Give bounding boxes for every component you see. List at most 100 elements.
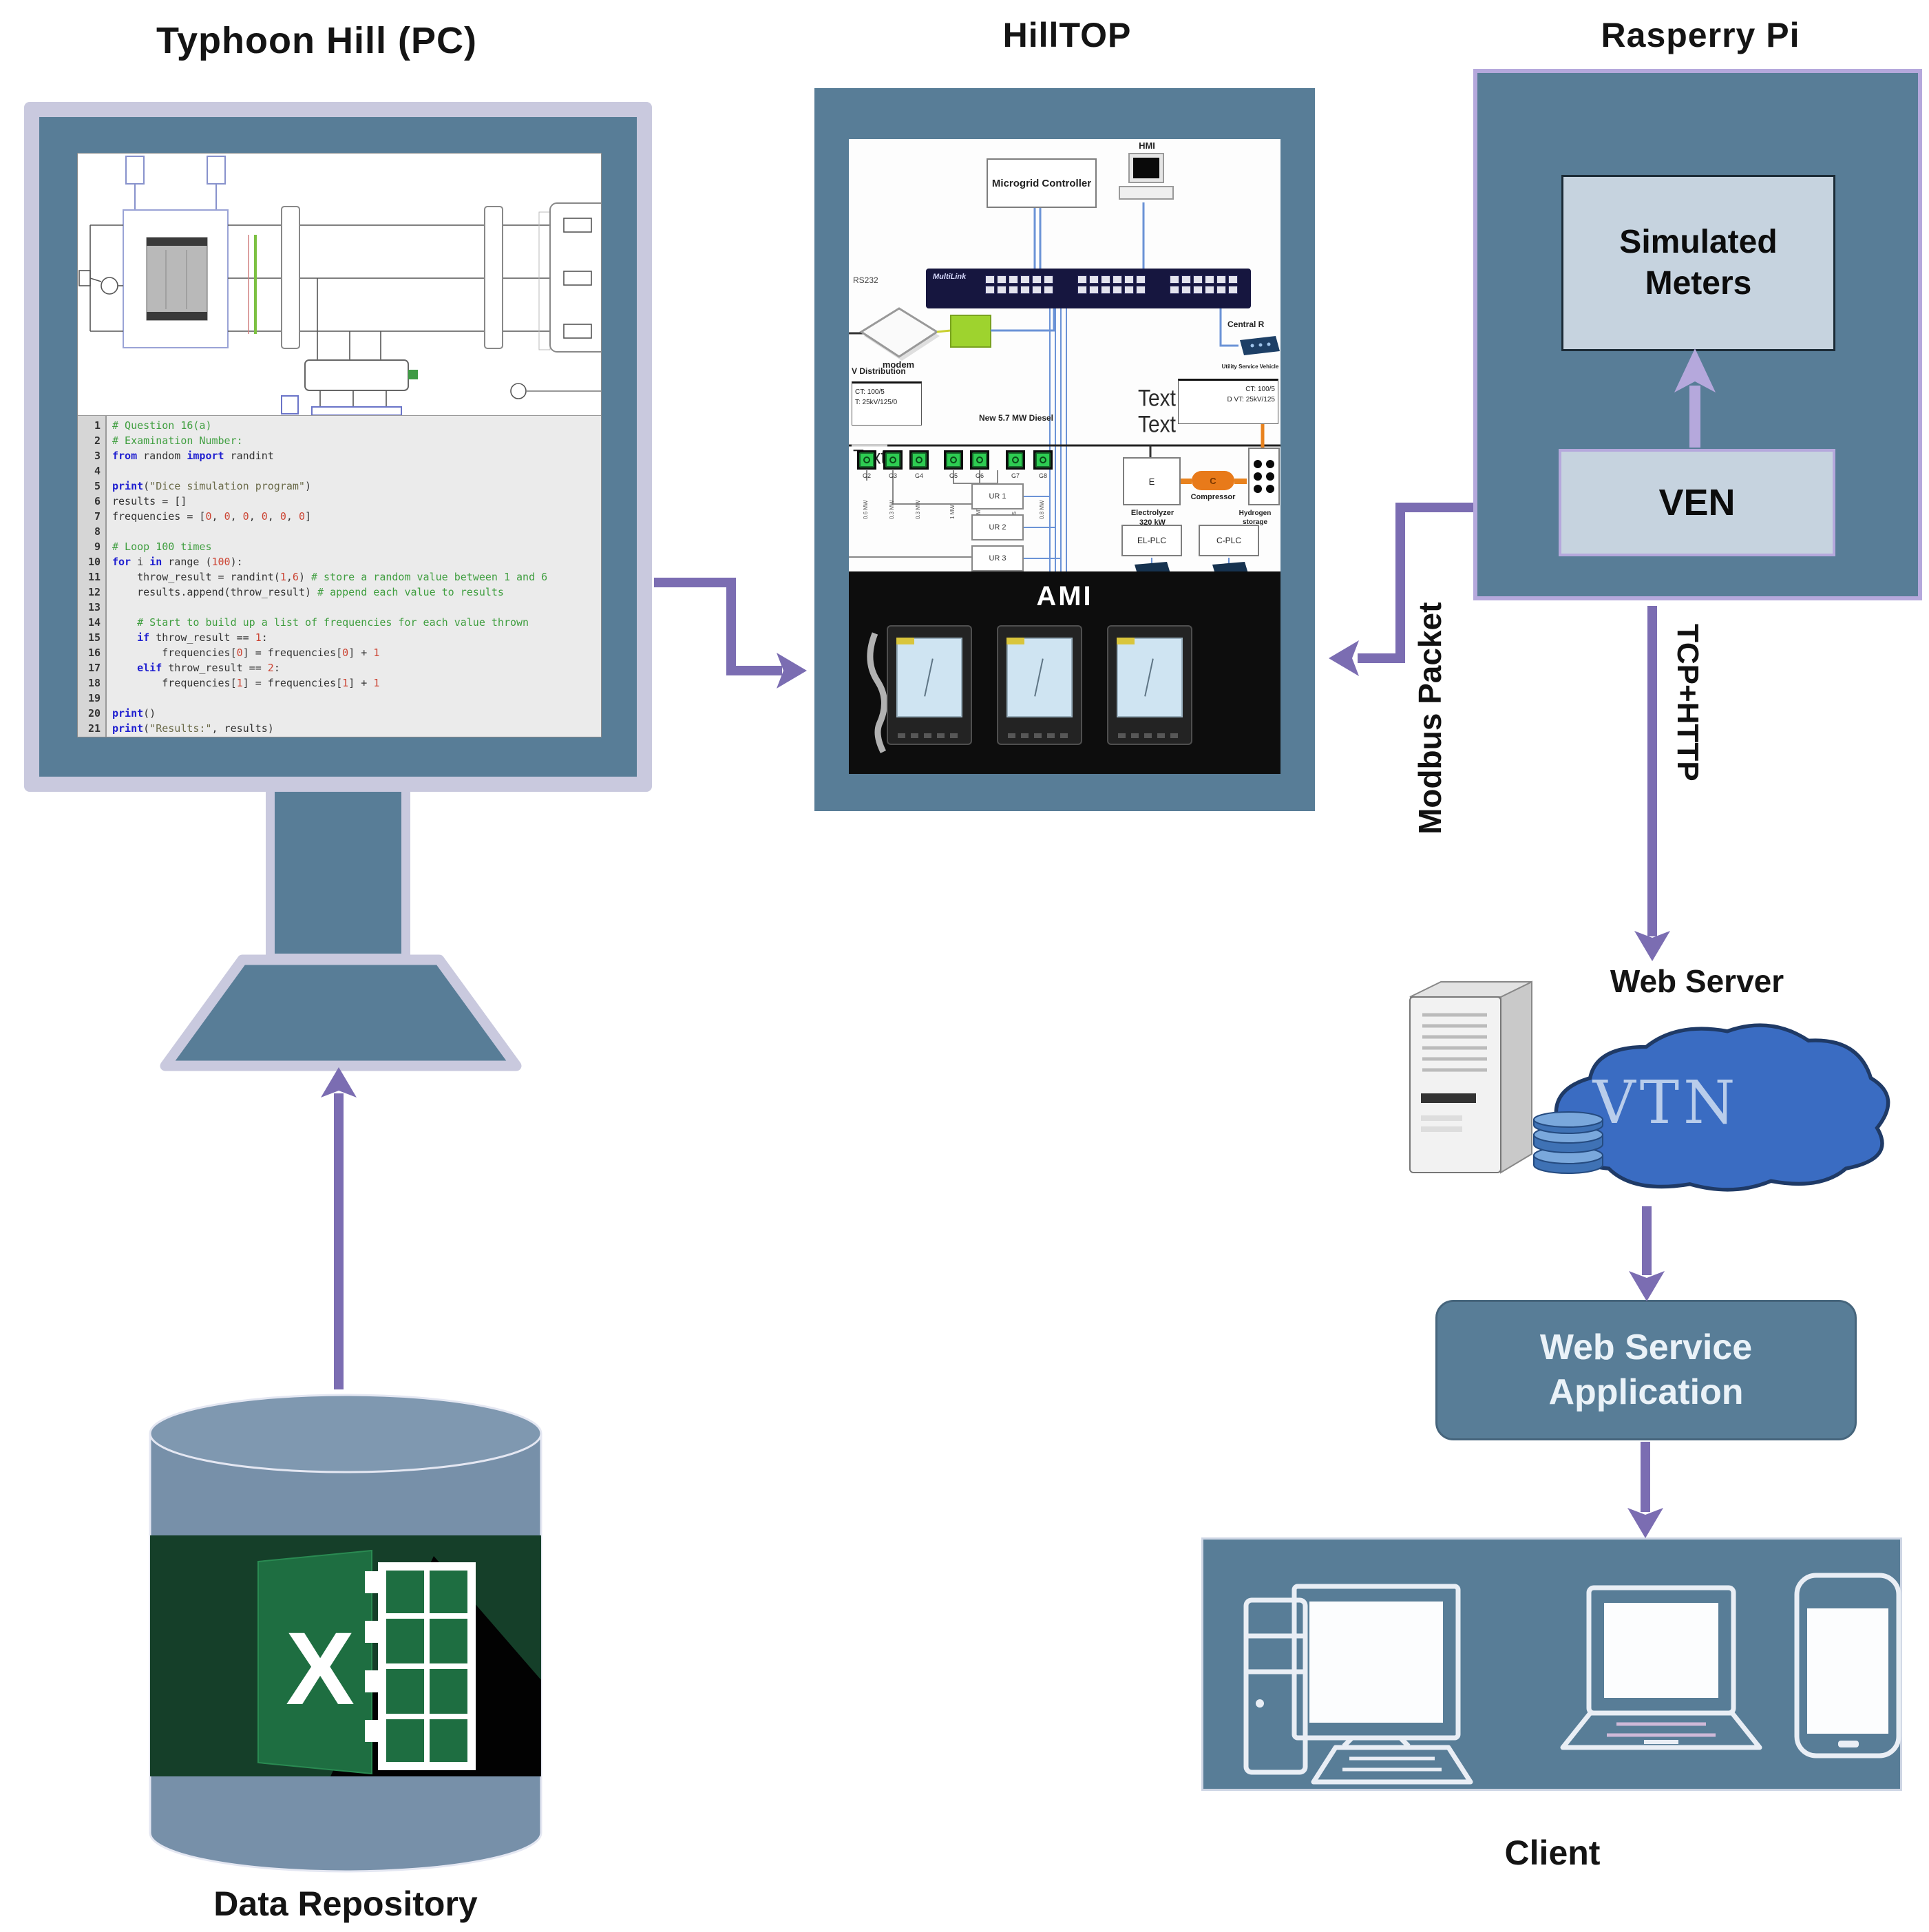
meter-cable (867, 632, 888, 754)
hmi-label: HMI (1139, 140, 1155, 151)
diesel-label: New 5.7 MW Diesel (978, 413, 1054, 423)
compressor-icon: C (1192, 471, 1234, 490)
line-number: 7 (94, 510, 101, 523)
code-line: 20 print() (78, 706, 601, 721)
code-text: print("Dice simulation program") (112, 480, 311, 492)
circuit-diagram (78, 156, 601, 415)
raspberry-pi-box: Simulated Meters VEN (1473, 69, 1922, 600)
vtn-label: VTN (1592, 1069, 1740, 1137)
code-text: if throw_result == 1: (137, 631, 268, 644)
code-line: 11 throw_result = randint(1,6) # store a… (78, 569, 601, 585)
generator-rating: 0.8 MW (1039, 500, 1045, 519)
generator-icon (1006, 450, 1025, 470)
line-number: 11 (87, 571, 101, 583)
cylinder-top (149, 1394, 542, 1473)
code-line: 12 results.append(throw_result) # append… (78, 585, 601, 600)
code-line: 1# Question 16(a) (78, 418, 601, 433)
code-text: # Examination Number: (112, 434, 243, 447)
modem-shape (859, 307, 939, 358)
hmi-keyboard-icon (1119, 186, 1174, 200)
ur-box: UR 1 (971, 483, 1024, 510)
code-text: print() (112, 707, 156, 720)
meter-tag (896, 638, 914, 644)
simulated-meters-box: Simulated Meters (1561, 175, 1835, 351)
ami-meter-photo (997, 625, 1082, 745)
generator-icon (857, 450, 876, 470)
generator-icon (1033, 450, 1053, 470)
scope-block (311, 406, 402, 415)
pc-monitor: 1# Question 16(a)2# Examination Number:3… (24, 102, 652, 792)
line-number: 16 (87, 647, 101, 659)
ct-right-line2: D VT: 25kV/125 (1227, 396, 1275, 403)
code-text (105, 600, 112, 615)
three-phase-meter (304, 359, 409, 391)
arrowhead-wsa (1629, 1271, 1665, 1301)
title-raspberry-pi: Rasperry Pi (1601, 16, 1800, 54)
line-number: 21 (87, 722, 101, 735)
title-hilltop: HillTOP (1002, 16, 1132, 54)
meter-tag (1006, 638, 1024, 644)
line-number: 20 (87, 707, 101, 720)
phone-screen (1807, 1608, 1888, 1734)
code-text: # Loop 100 times (112, 540, 212, 553)
modbus-packet-label: Modbus Packet (1412, 602, 1448, 834)
generator-icon (944, 450, 963, 470)
line-number: 13 (87, 601, 101, 613)
arrowhead-modbus (1329, 640, 1359, 676)
line-number: 8 (94, 525, 101, 538)
code-text: frequencies = [0, 0, 0, 0, 0, 0] (112, 510, 311, 523)
line-number: 6 (94, 495, 101, 507)
arrowhead-client (1627, 1508, 1663, 1538)
line-number: 18 (87, 677, 101, 689)
generator-label: G2 (862, 472, 871, 479)
arrowhead-hilltop (777, 653, 807, 689)
circuit-block (207, 156, 226, 185)
hydrogen-label: Hydrogen storage (1238, 510, 1272, 526)
client-box (1201, 1537, 1902, 1791)
source-block (78, 270, 91, 286)
input-block (281, 395, 299, 414)
hmi-monitor-icon (1128, 153, 1164, 183)
wsa-line2: Application (1548, 1372, 1744, 1412)
meter-out-port (408, 370, 418, 379)
meter-buttons (898, 733, 958, 738)
code-line: 9# Loop 100 times (78, 539, 601, 554)
generator-icon (883, 450, 903, 470)
generator-icon (970, 450, 989, 470)
transformer-core (146, 237, 208, 321)
generator-icon (909, 450, 929, 470)
arrow-monitor-to-hilltop (654, 578, 782, 675)
code-text: results.append(throw_result) # append ea… (112, 586, 504, 598)
monitor-stand-neck (266, 789, 410, 963)
meter-buttons (1008, 733, 1068, 738)
arrowhead-tcp (1634, 931, 1670, 961)
code-line: 6 results = [] (78, 494, 601, 509)
laptop-base-icon (1560, 1710, 1762, 1750)
client-devices (1243, 1573, 1901, 1785)
code-line: 17 elif throw_result == 2: (78, 660, 601, 675)
code-text: frequencies[1] = frequencies[1] + 1 (112, 677, 380, 689)
generator-label: G4 (914, 472, 923, 479)
ur-box: UR 3 (971, 545, 1024, 571)
code-line: 15 if throw_result == 1: (78, 630, 601, 645)
ct-left-line2: T: 25kV/125/0 (855, 399, 898, 406)
phone-home-button (1838, 1741, 1859, 1747)
utility-vehicle-label: Utility Service Vehicle (1221, 364, 1279, 370)
breaker-block (484, 206, 503, 349)
source-symbol (101, 277, 118, 295)
ami-photo: AMI (849, 571, 1280, 774)
generator-label: G7 (1011, 472, 1020, 479)
code-text: results = [] (112, 495, 187, 507)
phone-icon (1794, 1573, 1901, 1758)
desktop-monitor-icon (1292, 1584, 1461, 1741)
electrolyzer-box: E (1123, 457, 1181, 505)
microgrid-controller-box: Microgrid Controller (987, 158, 1097, 208)
ct-box-right: CT: 100/5 D VT: 25kV/125 (1178, 379, 1278, 424)
ct-left-line1: CT: 100/5 (855, 388, 885, 396)
data-repository-cylinder: X (149, 1394, 542, 1873)
ur-box: UR 2 (971, 514, 1024, 540)
line-number: 15 (87, 631, 101, 644)
code-line: 13 (78, 600, 601, 615)
